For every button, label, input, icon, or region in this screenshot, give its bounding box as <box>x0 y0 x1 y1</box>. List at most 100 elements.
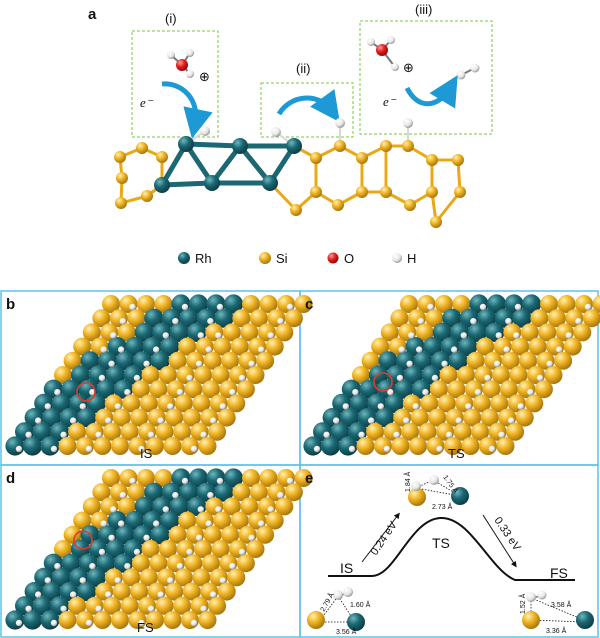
si-atom <box>410 408 429 427</box>
rh-atom <box>403 365 424 385</box>
rh-atom <box>458 337 478 357</box>
si-atom <box>496 437 515 455</box>
h-atom <box>219 403 226 410</box>
rh-atom <box>320 436 341 456</box>
si-atom <box>490 394 509 413</box>
h-atom <box>398 346 405 353</box>
h-atom <box>546 360 553 367</box>
si-atom <box>563 337 582 356</box>
si-atom <box>439 366 458 384</box>
h-atom <box>147 605 155 612</box>
si-atom <box>476 337 495 356</box>
si-atom <box>208 422 227 441</box>
h-atom <box>110 332 117 339</box>
si-atom <box>198 437 217 455</box>
is-distance-2: 1.60 Å <box>350 600 371 609</box>
reaction-site-highlight <box>76 382 96 402</box>
hydrogen-molecule-product <box>456 63 480 80</box>
si-atom <box>174 568 193 587</box>
si-atom <box>120 596 139 615</box>
rh-atom <box>96 379 116 399</box>
h-atom <box>197 332 204 339</box>
rh-atom <box>150 351 170 371</box>
rh-atom <box>179 482 199 502</box>
step-i-box <box>131 30 219 138</box>
h-atom <box>100 346 107 353</box>
si-atom <box>192 394 211 413</box>
rh-atom <box>432 322 452 342</box>
reaction-site-highlight <box>73 530 93 550</box>
si-atom <box>131 554 150 573</box>
rh-atom <box>467 322 487 342</box>
si-atom <box>246 366 265 384</box>
si-atom <box>227 394 246 413</box>
si-atom <box>511 337 530 356</box>
si-atom <box>201 380 220 399</box>
h-atom <box>50 619 58 627</box>
si-atom <box>444 437 462 455</box>
si-atom <box>547 309 566 328</box>
si-atom <box>390 309 409 328</box>
si-atom <box>111 611 129 629</box>
rh-atom <box>86 567 106 588</box>
h-atom <box>536 374 544 382</box>
si-atom <box>259 469 278 487</box>
panel-letter-e: e <box>305 470 313 487</box>
h-atom <box>352 389 359 396</box>
si-atom <box>137 469 155 487</box>
rh-atom <box>214 482 234 502</box>
h-atom <box>267 506 274 513</box>
si-atom <box>492 366 510 384</box>
si-atom <box>428 408 447 427</box>
si-atom <box>425 309 444 328</box>
h-atom <box>110 506 117 513</box>
h-atom <box>181 303 189 311</box>
h-atom <box>412 403 419 410</box>
si-atom <box>63 525 82 544</box>
h-atom <box>229 563 236 570</box>
h-atom <box>186 548 193 556</box>
rh-atom <box>214 308 234 328</box>
si-atom <box>184 380 203 399</box>
h-atom <box>108 360 115 367</box>
h-atom <box>575 318 582 325</box>
si-atom <box>194 366 212 384</box>
si-atom <box>149 554 168 573</box>
h-atom <box>286 303 294 311</box>
si-atom <box>127 483 146 502</box>
rh-atom <box>150 525 170 545</box>
si-atom <box>374 437 392 455</box>
h-atom <box>197 506 204 513</box>
h-atom <box>248 534 255 541</box>
state-label-ts: TS <box>448 446 465 461</box>
hydronium-molecule-i <box>167 49 194 78</box>
h-atom <box>167 403 174 410</box>
h-atom <box>190 445 198 453</box>
h-atom <box>368 417 375 424</box>
h-atom <box>219 577 226 584</box>
fs-distance-1: 1.52 Å <box>518 593 527 614</box>
h-atom <box>513 332 520 339</box>
h-atom <box>210 417 217 424</box>
si-atom <box>236 380 255 399</box>
rh-atom <box>144 308 164 328</box>
si-atom <box>112 582 131 601</box>
rh-atom <box>378 351 398 371</box>
rh-atom <box>223 468 244 488</box>
si-atom <box>400 295 418 313</box>
rh-atom <box>160 510 180 531</box>
h-atom <box>333 417 340 424</box>
hydrogen-evolution-arrow-iii <box>404 75 458 109</box>
si-atom <box>82 323 101 342</box>
si-atom <box>93 437 112 455</box>
h-atom <box>517 403 524 410</box>
si-atom <box>447 380 466 399</box>
si-atom <box>554 351 573 370</box>
si-atom <box>437 394 456 413</box>
si-atom <box>182 582 201 601</box>
si-atoms <box>114 140 466 228</box>
h-atom <box>514 303 522 311</box>
panel-frames <box>0 290 599 638</box>
step-ii-box <box>260 82 354 138</box>
si-atom <box>221 351 240 370</box>
